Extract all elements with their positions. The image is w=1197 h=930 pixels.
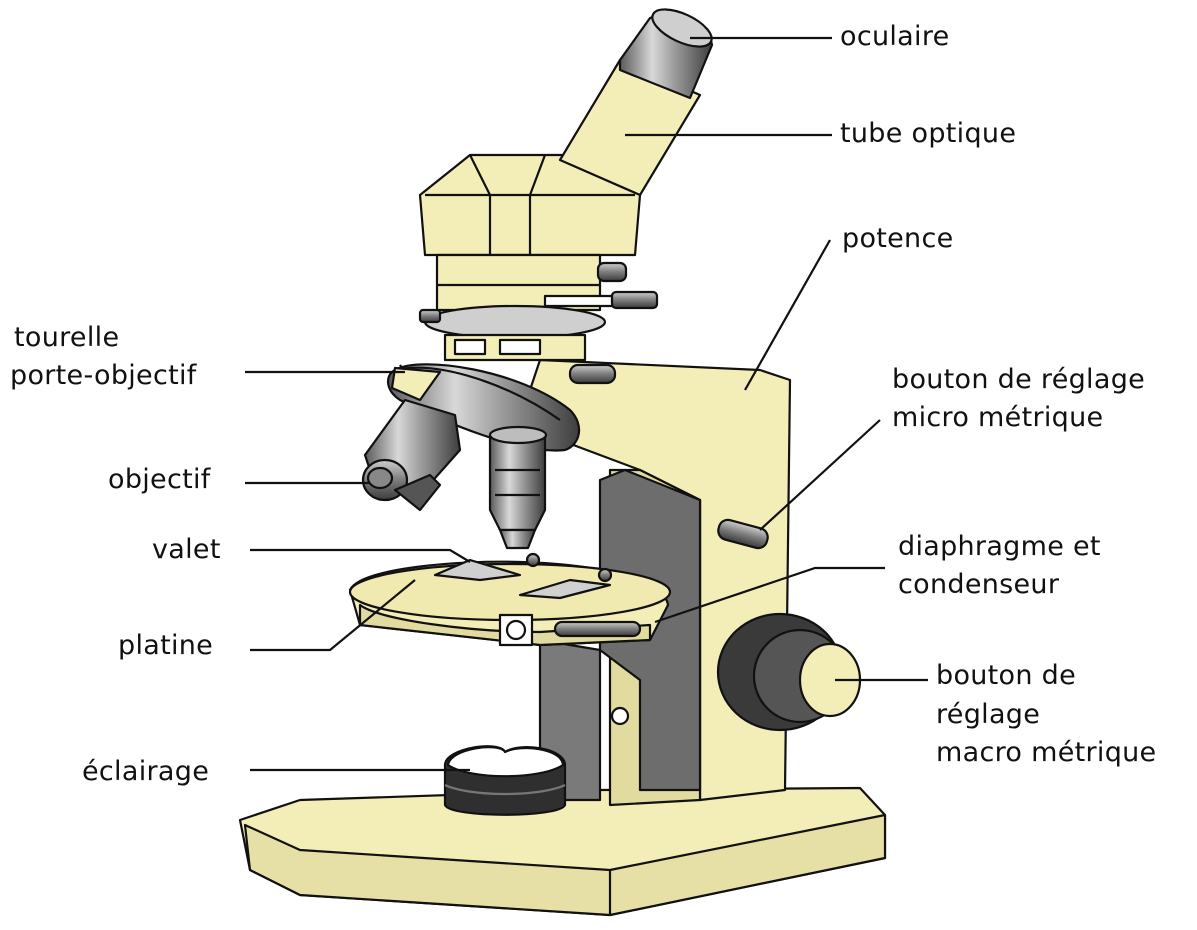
label-eclairage: éclairage <box>82 756 209 787</box>
leader-valet <box>250 550 470 562</box>
microscope-illustration <box>240 2 885 915</box>
label-platine: platine <box>118 630 213 661</box>
objective-center <box>490 427 546 548</box>
label-macro-line3: macro métrique <box>936 737 1156 768</box>
label-oculaire: oculaire <box>840 21 950 52</box>
label-diaphragme-line2: condenseur <box>898 569 1060 600</box>
label-valet: valet <box>152 534 221 565</box>
leader-potence <box>745 240 830 390</box>
lamp-eclairage <box>445 746 565 814</box>
coarse-focus-knob <box>718 614 860 730</box>
label-macro-line1: bouton de <box>936 660 1076 691</box>
label-objectif: objectif <box>108 464 212 495</box>
optical-tube <box>560 2 717 195</box>
label-potence: potence <box>842 223 954 254</box>
label-tourelle-line2: porte-objectif <box>10 360 198 391</box>
label-tourelle-line1: tourelle <box>14 322 119 353</box>
label-micro-line2: micro métrique <box>892 402 1103 433</box>
label-macro-line2: réglage <box>936 699 1040 730</box>
label-tube-optique: tube optique <box>840 118 1016 149</box>
objective-left <box>363 400 460 510</box>
label-micro-line1: bouton de réglage <box>892 364 1145 395</box>
head <box>420 155 657 383</box>
label-diaphragme-line1: diaphragme et <box>898 531 1101 562</box>
